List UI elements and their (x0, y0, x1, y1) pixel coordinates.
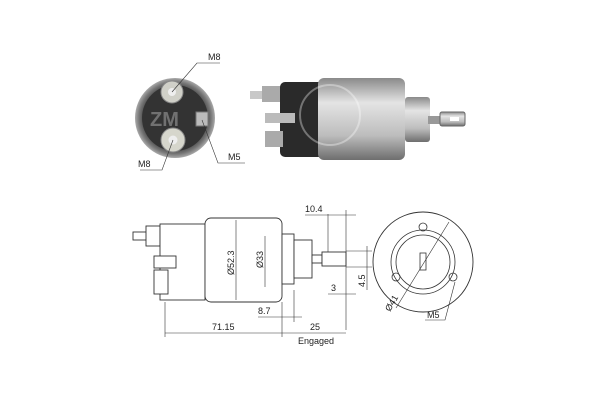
ring-inner (395, 234, 451, 290)
label-m5: M5 (228, 152, 241, 162)
ring-outer (390, 229, 456, 295)
metal-body (318, 78, 405, 160)
dim-body-length: 71.15 (212, 322, 235, 332)
label-m8-bottom: M8 (138, 159, 151, 169)
drawn-rod (321, 251, 347, 267)
leader-line (171, 62, 220, 93)
drawn-bottom-nut (153, 269, 169, 295)
dim-rod-offset: 3 (331, 283, 336, 293)
drawn-body (204, 217, 283, 303)
drawn-neck (311, 254, 323, 264)
hole (448, 272, 458, 282)
dim-engaged-length: 25 (310, 322, 320, 332)
drawn-nut (145, 225, 161, 247)
end-drawing: Ø41 M5 (372, 211, 474, 321)
dim-line (395, 221, 450, 309)
engaged-label: Engaged (298, 336, 334, 346)
end-view-photo: ZM M8 M8 M5 (135, 52, 245, 171)
m5-stud (265, 113, 295, 123)
cap-inner (142, 85, 208, 151)
dim-body-diameter: Ø52.3 (226, 250, 236, 275)
eye-hole (450, 117, 459, 121)
dim-rod-width: 4.5 (357, 274, 367, 287)
dim-rod-length: 10.4 (305, 204, 323, 214)
flange-outline (372, 211, 474, 313)
hole (418, 222, 428, 232)
m5-terminal (195, 111, 209, 127)
center-slot (419, 252, 427, 271)
black-cap (280, 82, 325, 157)
dim-nose-diameter: Ø33 (255, 251, 265, 268)
top-stud (250, 91, 264, 99)
side-view-photo (250, 78, 466, 160)
leader-line (140, 139, 174, 171)
leader-line (201, 119, 245, 164)
hole (391, 272, 401, 282)
drawn-m5 (153, 255, 177, 269)
label-flange-m5: M5 (427, 310, 440, 320)
leader-line (425, 281, 456, 321)
nut (262, 86, 282, 102)
drawn-nose-tip (293, 239, 313, 279)
nose (405, 97, 430, 142)
dim-nose-length: 8.7 (258, 306, 271, 316)
side-drawing: 10.4 Ø52.3 Ø33 4.5 3 8.7 71.15 25 Engage… (132, 204, 372, 346)
watermark-ring (299, 84, 361, 146)
drawn-nose (281, 233, 295, 285)
label-m8-top: M8 (208, 52, 221, 62)
bottom-nut (265, 131, 283, 147)
plunger-neck (428, 116, 442, 124)
drawn-stud (132, 231, 148, 241)
watermark-logo: ZM (150, 109, 179, 131)
